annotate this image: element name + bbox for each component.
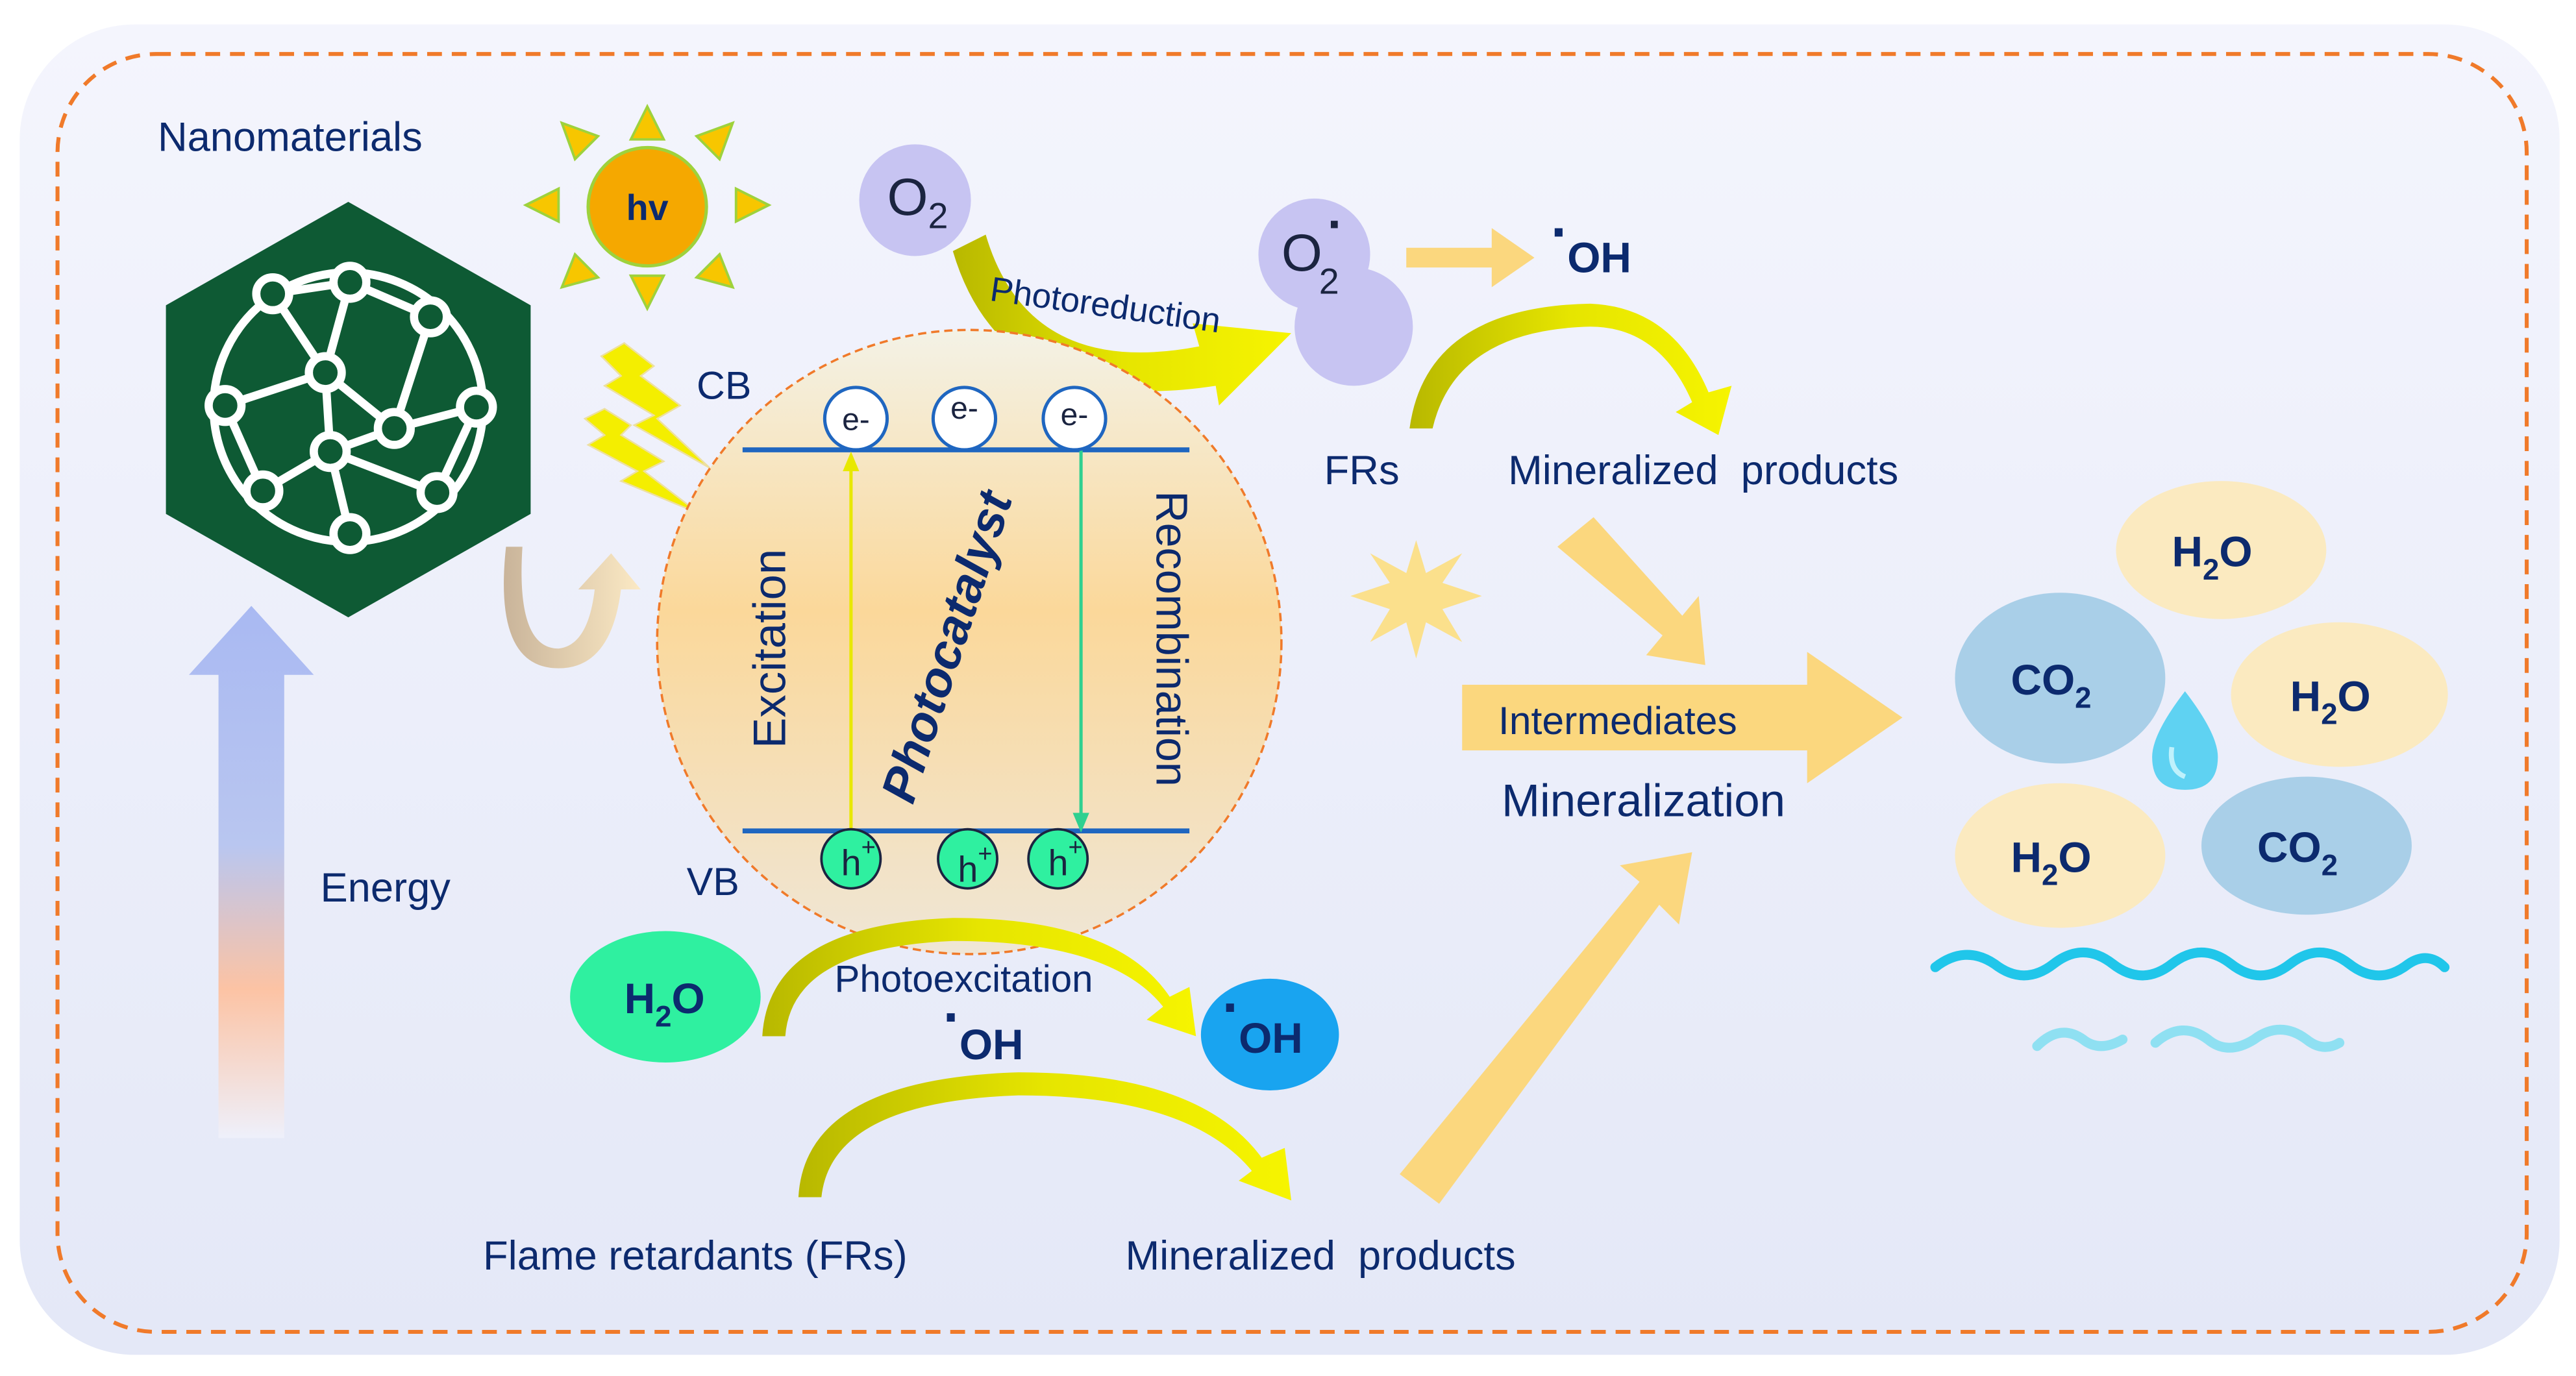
svg-text:e-: e- — [1061, 397, 1089, 432]
frs-mineralization-arrow — [1409, 303, 1732, 436]
dashed-frame — [55, 52, 2529, 1334]
svg-text:h+: h+ — [1048, 834, 1083, 883]
o2-to-oh-arrow — [1406, 228, 1535, 288]
nanomaterial-hexagon-icon — [166, 201, 531, 618]
cb-label: CB — [697, 363, 751, 408]
excitation-arrow — [843, 451, 860, 839]
water-wave-small-2 — [2150, 1024, 2345, 1053]
diagonal-up-arrow — [1400, 852, 1692, 1204]
water-drop-icon — [2152, 691, 2218, 790]
oh-mid-dot: · — [943, 986, 962, 1048]
co2-product-2 — [2201, 776, 2412, 915]
hole-1: h+ — [820, 828, 882, 890]
nanomaterials-label: Nanomaterials — [158, 114, 423, 160]
co2-product-1-label: CO2 — [2011, 656, 2091, 714]
transfer-curl-arrow — [504, 547, 641, 669]
diagonal-down-arrow — [1557, 517, 1705, 665]
mineralization-label: Mineralization — [1502, 775, 1785, 826]
water-wave-small-1 — [2032, 1027, 2128, 1051]
photocatalyst-circle — [656, 328, 1283, 955]
vb-label: VB — [687, 859, 739, 903]
o2-radical-dot: · — [1328, 197, 1344, 252]
frs-label: FRs — [1324, 448, 1400, 493]
bottom-mineralization-arrow — [798, 1072, 1292, 1201]
intermediates-label: Intermediates — [1498, 698, 1737, 743]
oh-bubble-label: OH — [1239, 1014, 1303, 1062]
mineralized-top-label: Mineralized products — [1508, 448, 1898, 493]
oh-bubble-dot: · — [1222, 976, 1241, 1038]
svg-text:h+: h+ — [841, 834, 876, 883]
hole-2: h+ — [937, 828, 998, 890]
burst-icon — [1350, 540, 1482, 659]
photoexcitation-arrow — [762, 918, 1196, 1037]
h2o-product-3 — [1955, 783, 2166, 928]
oh-top-dot: · — [1551, 201, 1570, 264]
recombination-label: Recombination — [1147, 491, 1196, 787]
electron-3: e- — [1041, 386, 1108, 452]
oh-blue-bubble — [1200, 978, 1339, 1090]
o2-label: O2 — [887, 168, 948, 236]
recombination-arrow — [1072, 448, 1089, 833]
energy-arrow — [189, 606, 314, 1138]
sun-icon — [523, 103, 772, 312]
svg-text:e-: e- — [950, 391, 978, 426]
water-wave-icon — [1930, 947, 2450, 981]
lightning-icon — [583, 342, 711, 515]
water-drop-highlight — [2168, 746, 2186, 780]
hv-label: hv — [626, 188, 669, 228]
h2o-green-label: H2O — [625, 974, 705, 1033]
electron-2: e- — [931, 386, 998, 452]
co2-product-2-label: CO2 — [2257, 823, 2338, 881]
mineralized-bottom-label: Mineralized products — [1125, 1233, 1515, 1279]
oh-top-label: OH — [1567, 234, 1631, 282]
co2-product-1 — [1955, 593, 2166, 764]
h2o-product-1 — [2116, 481, 2327, 619]
electron-1: e- — [823, 386, 889, 452]
svg-text:h+: h+ — [958, 841, 992, 889]
svg-text:e-: e- — [842, 402, 870, 437]
photoexcitation-label: Photoexcitation — [835, 958, 1093, 1000]
o2-radical-label: O2 — [1282, 224, 1339, 301]
h2o-product-2 — [2231, 622, 2448, 767]
excitation-label: Excitation — [745, 549, 796, 748]
o2-bubble — [859, 144, 971, 256]
flame-retardants-label: Flame retardants (FRs) — [483, 1233, 908, 1279]
hole-3: h+ — [1027, 828, 1089, 890]
h2o-product-3-label: H2O — [2011, 833, 2091, 891]
energy-label: Energy — [320, 865, 451, 911]
oh-mid-label: OH — [960, 1020, 1024, 1068]
h2o-green-bubble — [570, 931, 761, 1063]
h2o-product-2-label: H2O — [2290, 672, 2371, 730]
o2-radical-bubble — [1258, 198, 1370, 310]
h2o-product-1-label: H2O — [2172, 528, 2252, 586]
